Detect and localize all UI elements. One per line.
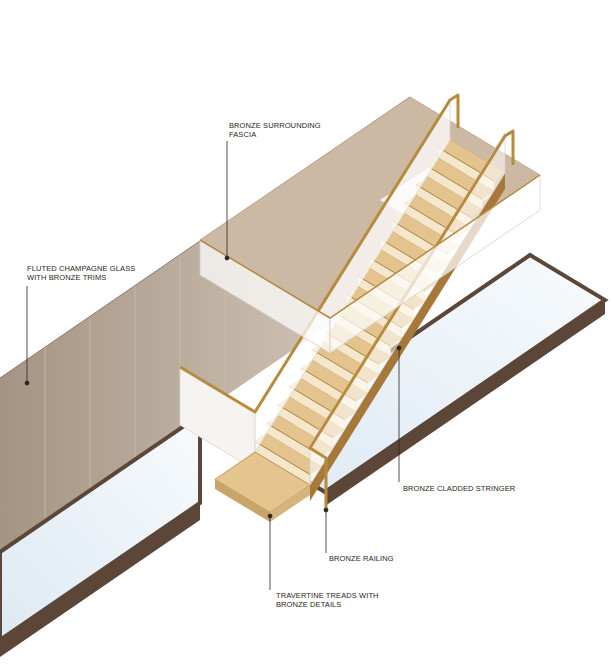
- leader-dot: [268, 514, 272, 518]
- glass-balustrade: [310, 133, 505, 485]
- leader-dot: [225, 256, 229, 260]
- floor-base-band: [0, 503, 200, 657]
- leader-dot: [25, 381, 29, 385]
- landing-side: [270, 485, 310, 522]
- leader-dot: [324, 508, 328, 512]
- callout-label: BRONZE CLADDED STRINGER: [403, 484, 515, 493]
- leader-line: [326, 512, 327, 553]
- flute: [135, 285, 136, 457]
- leader-line: [227, 141, 228, 256]
- callout-label: FLUTED CHAMPAGNE GLASS WITH BRONZE TRIMS: [27, 264, 145, 282]
- landing-face: [215, 479, 270, 522]
- flute: [45, 347, 46, 519]
- leader-dot: [397, 346, 401, 350]
- callout-label: BRONZE RAILING: [329, 554, 394, 563]
- glass-bulkhead: [180, 367, 255, 470]
- leader-line: [270, 518, 271, 590]
- callout-label: TRAVERTINE TREADS WITH BRONZE DETAILS: [276, 591, 398, 609]
- slab-fascia: [200, 240, 330, 353]
- slab-fascia: [330, 175, 540, 353]
- callout-label: BRONZE SURROUNDING FASCIA: [229, 121, 329, 139]
- leader-lines: [25, 141, 401, 590]
- leader-line: [27, 286, 28, 381]
- bronze-trim: [200, 175, 540, 318]
- leader-line: [399, 350, 400, 482]
- flute: [90, 316, 91, 488]
